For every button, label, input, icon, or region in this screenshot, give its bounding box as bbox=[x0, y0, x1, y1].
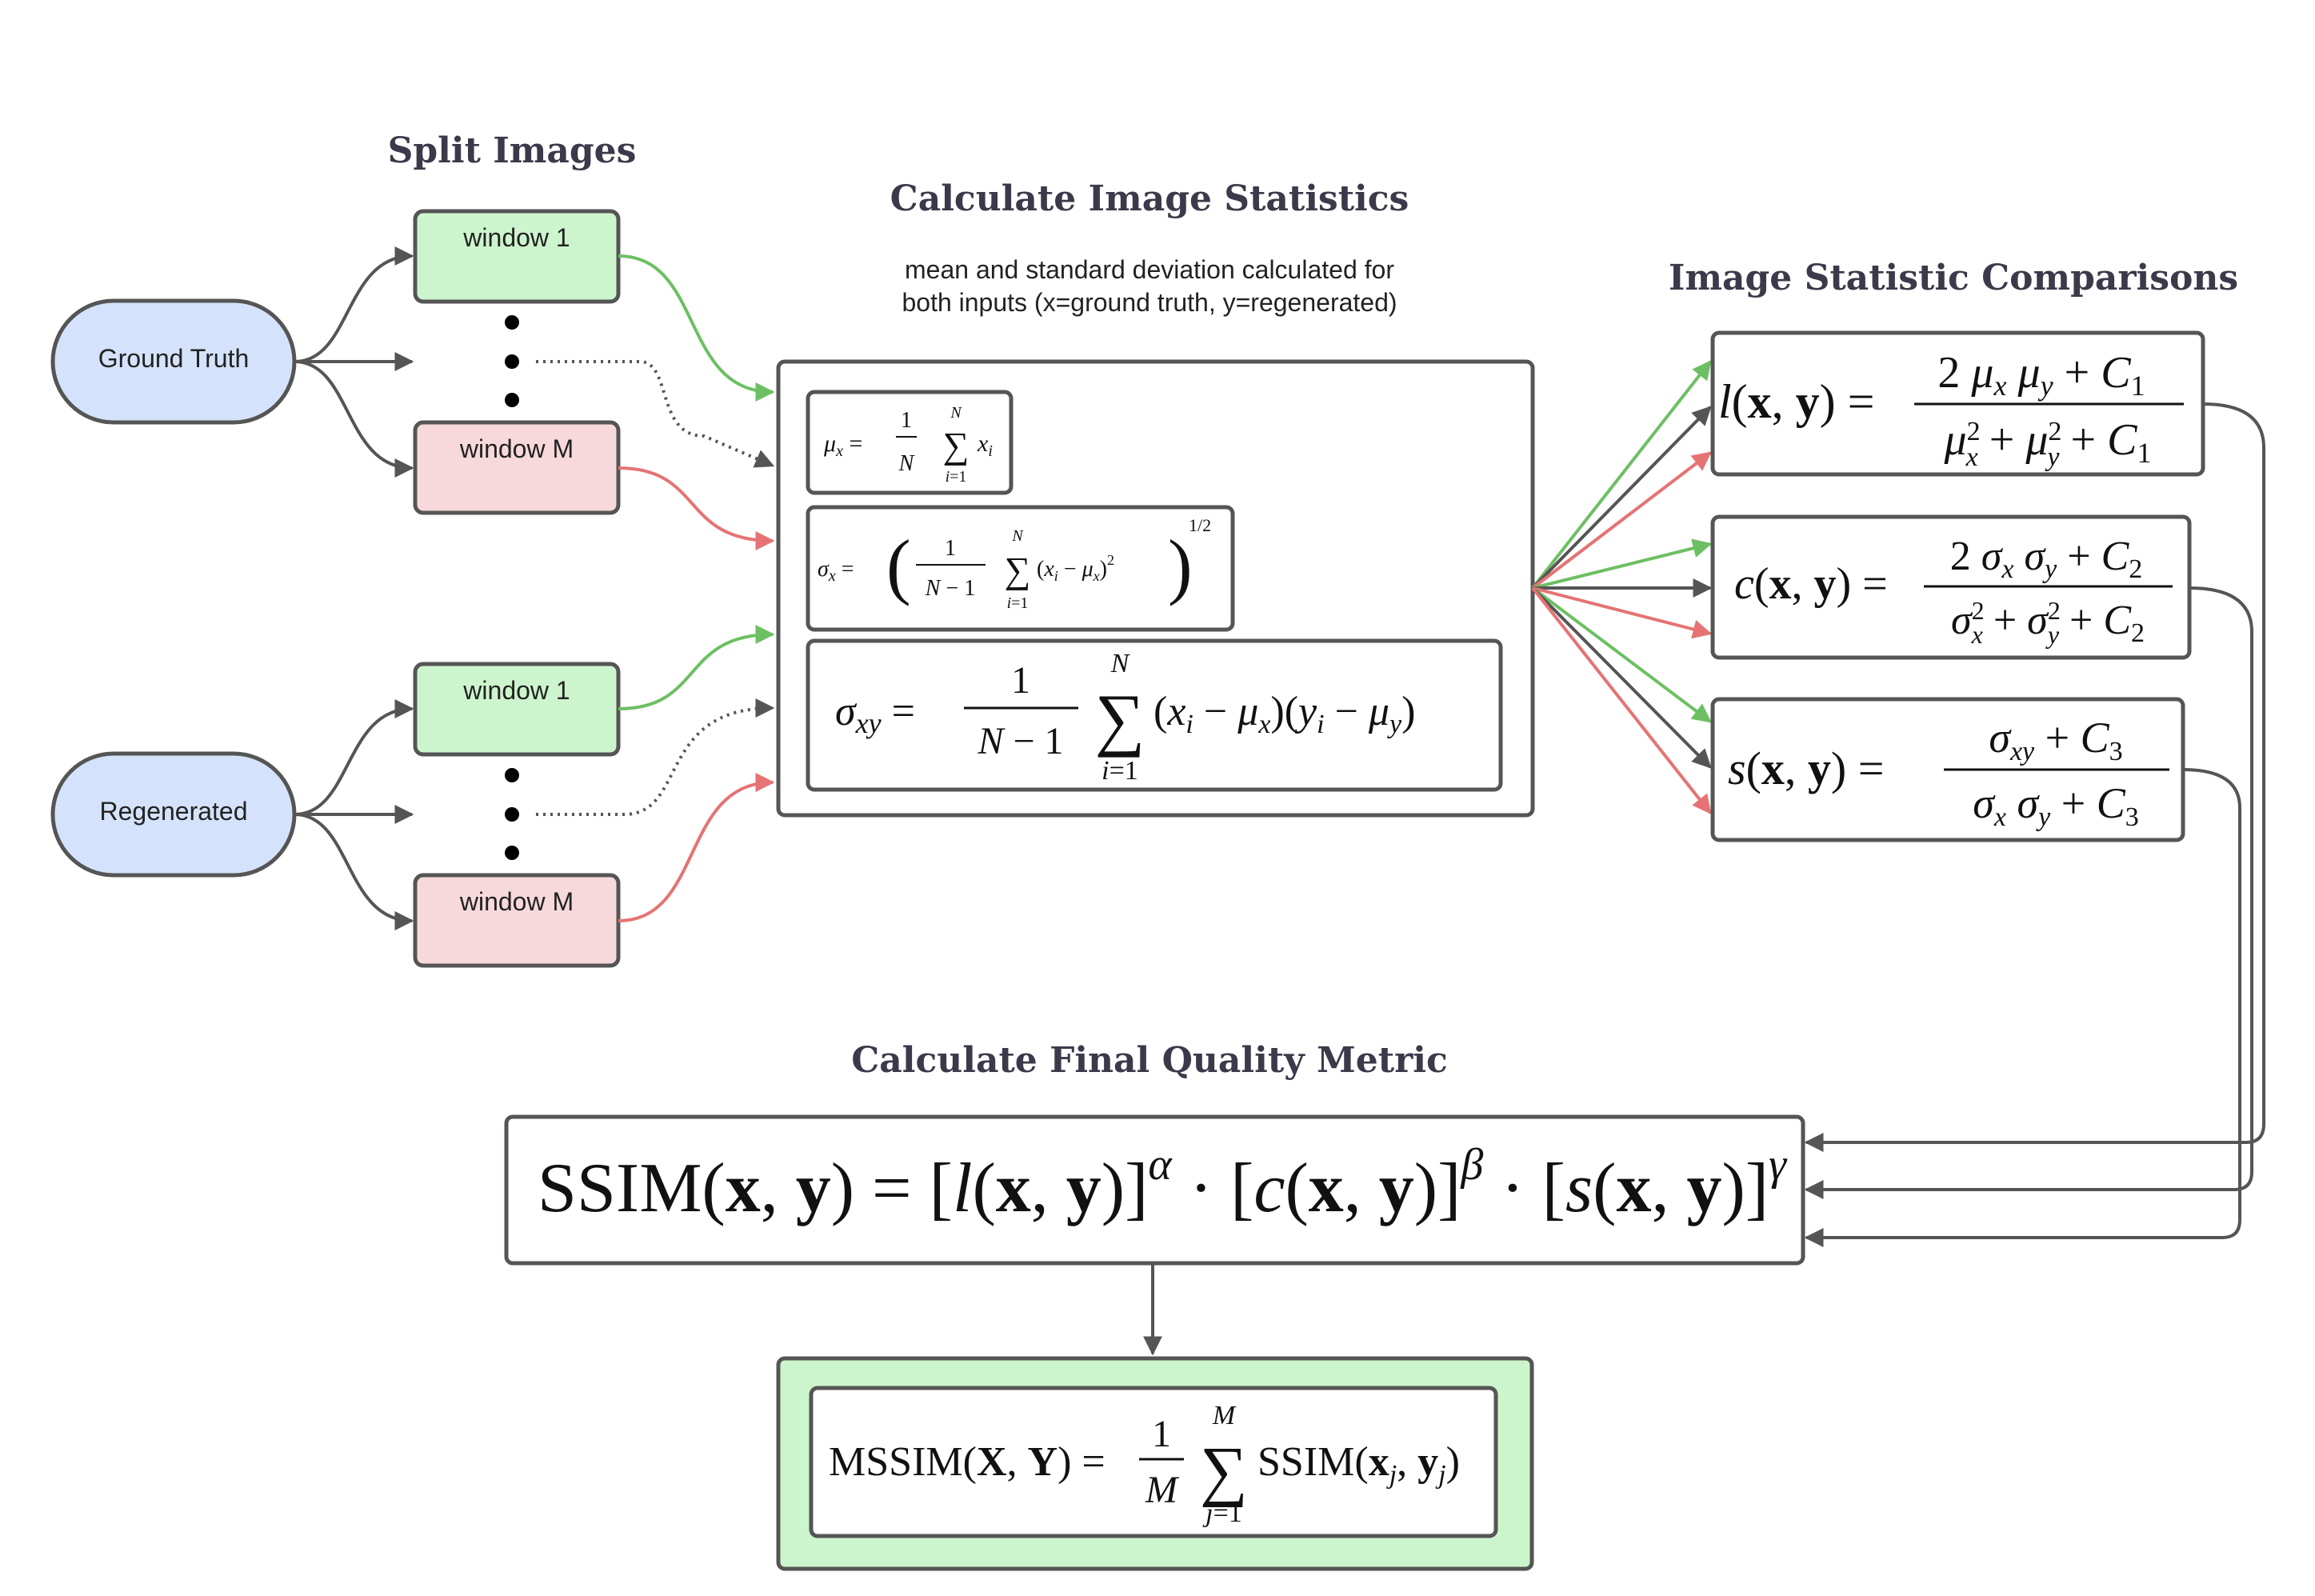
svg-text:MSSIM(X, Y) =: MSSIM(X, Y) = bbox=[829, 1439, 1106, 1485]
svg-text:σxy + C3: σxy + C3 bbox=[1989, 714, 2122, 766]
svg-text:(xi − μx)2: (xi − μx)2 bbox=[1037, 552, 1114, 584]
mssim-formula: MSSIM(X, Y) = 1 M M ∑ j=1 SSIM(xj, yj) bbox=[829, 1401, 1460, 1528]
svg-text:SSIM(xj, yj): SSIM(xj, yj) bbox=[1257, 1439, 1460, 1490]
svg-text:): ) bbox=[1168, 525, 1193, 606]
svg-text:(: ( bbox=[886, 525, 911, 606]
svg-text:1: 1 bbox=[1011, 659, 1030, 702]
heading-split-images: Split Images bbox=[388, 130, 637, 171]
svg-text:l(x, y) =: l(x, y) = bbox=[1718, 375, 1874, 428]
heading-final-metric: Calculate Final Quality Metric bbox=[851, 1040, 1448, 1081]
rg-window-m: window M bbox=[413, 873, 621, 968]
svg-text:N: N bbox=[898, 451, 915, 476]
svg-text:∑: ∑ bbox=[1005, 550, 1031, 590]
svg-text:c(x, y) =: c(x, y) = bbox=[1734, 559, 1888, 609]
stats-note-line-2: both inputs (x=ground truth, y=regenerat… bbox=[902, 288, 1397, 317]
svg-text:1: 1 bbox=[901, 408, 912, 433]
mssim-box: MSSIM(X, Y) = 1 M M ∑ j=1 SSIM(xj, yj) bbox=[776, 1356, 1534, 1571]
std-formula-box: σx = ( 1 N − 1 N ∑ i=1 (xi − μx)2 ) 1/2 bbox=[806, 505, 1235, 632]
svg-text:M: M bbox=[1212, 1401, 1237, 1430]
ssim-box: SSIM(x, y) = [l(x, y)]α · [c(x, y)]β · [… bbox=[504, 1114, 1805, 1266]
svg-text:σ2x + σ2y + C2: σ2x + σ2y + C2 bbox=[1951, 596, 2145, 649]
mean-formula-box: μx = 1 N N ∑ i=1 xi bbox=[806, 390, 1014, 495]
svg-text:∑: ∑ bbox=[1095, 681, 1146, 758]
svg-text:∑: ∑ bbox=[943, 425, 970, 466]
ground-truth-label: Ground Truth bbox=[98, 344, 250, 373]
structure-formula: s(x, y) = σxy + C3 σx σy + C3 bbox=[1728, 714, 2169, 832]
window-to-stats-arrows bbox=[536, 254, 775, 922]
gt-ellipsis bbox=[505, 315, 519, 407]
heading-calc-stats: Calculate Image Statistics bbox=[890, 178, 1409, 219]
svg-text:N: N bbox=[950, 404, 962, 422]
regenerated-label: Regenerated bbox=[99, 797, 247, 826]
ssim-formula: SSIM(x, y) = [l(x, y)]α · [c(x, y)]β · [… bbox=[538, 1140, 1788, 1227]
regenerated-node: Regenerated bbox=[50, 751, 297, 878]
svg-text:s(x, y) =: s(x, y) = bbox=[1728, 742, 1884, 794]
svg-text:σx σy + C3: σx σy + C3 bbox=[1973, 779, 2138, 832]
svg-text:j=1: j=1 bbox=[1202, 1498, 1242, 1528]
svg-text:∑: ∑ bbox=[1200, 1434, 1248, 1508]
gt-window-m: window M bbox=[413, 420, 621, 515]
svg-text:μx =: μx = bbox=[823, 430, 862, 460]
rg-ellipsis bbox=[505, 768, 519, 860]
svg-text:N: N bbox=[1110, 649, 1131, 678]
svg-text:i=1: i=1 bbox=[946, 468, 967, 486]
ground-truth-node: Ground Truth bbox=[50, 298, 297, 425]
svg-text:N − 1: N − 1 bbox=[977, 720, 1063, 762]
svg-text:(xi − μx)(yi − μy): (xi − μx)(yi − μy) bbox=[1154, 689, 1415, 739]
svg-text:N − 1: N − 1 bbox=[925, 576, 975, 601]
svg-text:N: N bbox=[1011, 527, 1024, 545]
cov-formula-box: σxy = 1 N − 1 N ∑ i=1 (xi − μx)(yi − μy) bbox=[806, 638, 1503, 792]
svg-text:2 μx μy + C1: 2 μx μy + C1 bbox=[1937, 348, 2145, 402]
rg-window-1-label: window 1 bbox=[462, 676, 570, 705]
svg-text:i=1: i=1 bbox=[1007, 594, 1029, 612]
svg-text:SSIM(x, y) = [l(x, y)]α · [c(x: SSIM(x, y) = [l(x, y)]α · [c(x, y)]β · [… bbox=[538, 1140, 1788, 1227]
comparison-to-ssim-arrows bbox=[1804, 402, 2265, 1247]
rg-window-1: window 1 bbox=[413, 662, 621, 757]
svg-text:M: M bbox=[1145, 1469, 1180, 1511]
rg-window-m-label: window M bbox=[459, 887, 574, 916]
gt-window-1-label: window 1 bbox=[462, 223, 570, 252]
stats-to-comparison-arrows bbox=[1531, 360, 1713, 814]
stats-note-line-1: mean and standard deviation calculated f… bbox=[905, 255, 1394, 284]
svg-text:1/2: 1/2 bbox=[1189, 515, 1211, 535]
gt-window-m-label: window M bbox=[459, 434, 574, 463]
heading-comparisons: Image Statistic Comparisons bbox=[1669, 258, 2238, 298]
structure-box: s(x, y) = σxy + C3 σx σy + C3 bbox=[1710, 697, 2185, 842]
cov-formula: σxy = 1 N − 1 N ∑ i=1 (xi − μx)(yi − μy) bbox=[835, 649, 1415, 786]
input-split-arrows bbox=[294, 246, 414, 930]
svg-text:μ2x + μ2y + C1: μ2x + μ2y + C1 bbox=[1944, 415, 2152, 472]
svg-text:1: 1 bbox=[1152, 1413, 1171, 1455]
svg-text:σxy =: σxy = bbox=[835, 689, 915, 739]
svg-text:σx =: σx = bbox=[818, 557, 854, 585]
std-formula: σx = ( 1 N − 1 N ∑ i=1 (xi − μx)2 ) 1/2 bbox=[818, 515, 1211, 612]
svg-text:i=1: i=1 bbox=[1102, 756, 1138, 786]
svg-text:1: 1 bbox=[945, 536, 956, 561]
gt-window-1: window 1 bbox=[413, 209, 621, 304]
